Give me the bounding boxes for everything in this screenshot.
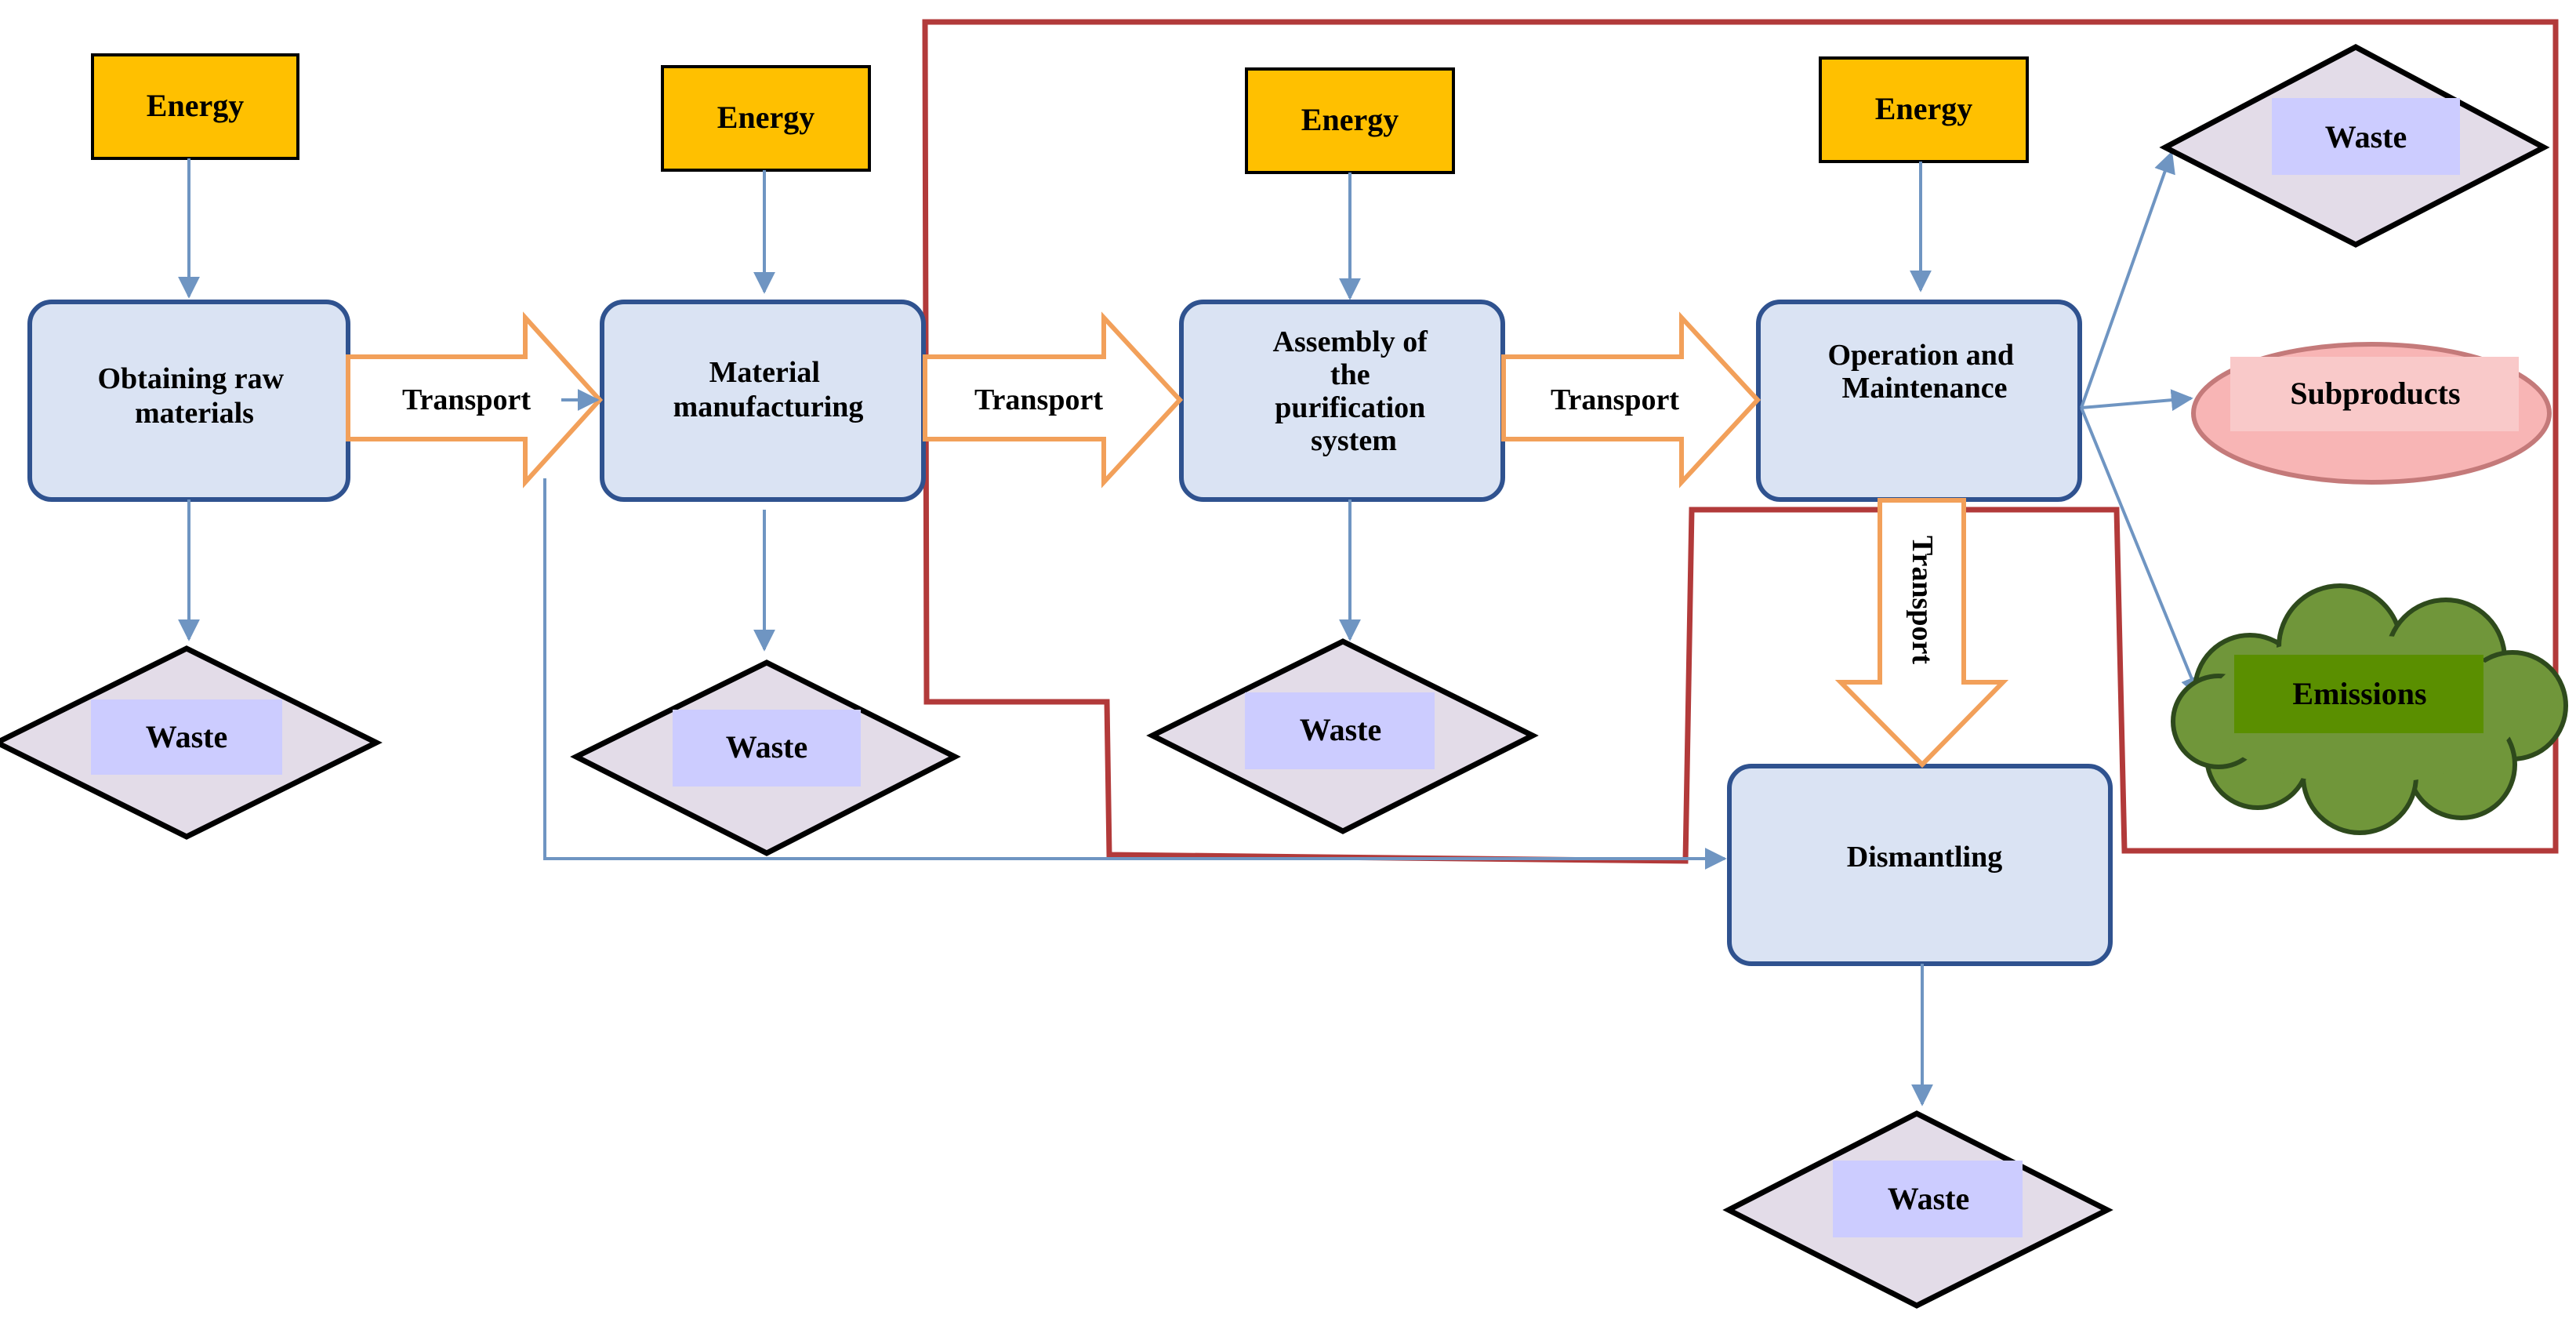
energy-connectors: [178, 158, 1932, 300]
waste-label: Waste: [1888, 1181, 1969, 1216]
transport-arrow-1: Transport: [346, 311, 604, 489]
transport-arrow-3: Transport: [1501, 311, 1761, 489]
process-label-raw-materials: Obtaining raw materials: [97, 362, 291, 430]
transport-label: Transport: [1906, 536, 1939, 664]
waste-label: Waste: [726, 729, 807, 765]
waste-manufacturing: Waste: [570, 659, 961, 856]
energy-box-raw-materials: Energy: [91, 53, 299, 160]
waste-dismantling: Waste: [1722, 1110, 2113, 1309]
energy-label: Energy: [147, 88, 244, 123]
waste-label: Waste: [1300, 712, 1381, 747]
emissions-output: Emissions: [2171, 583, 2568, 835]
transport-label: Transport: [402, 383, 531, 416]
waste-label: Waste: [2325, 119, 2407, 154]
process-box-manufacturing: Material manufacturing: [600, 300, 926, 502]
waste-operation: Waste: [2159, 44, 2550, 248]
energy-label: Energy: [1301, 102, 1399, 137]
waste-assembly: Waste: [1146, 638, 1539, 834]
process-label-dismantling: Dismantling: [1847, 841, 2002, 874]
transport-label: Transport: [974, 383, 1103, 416]
process-box-assembly: Assembly of the purification system: [1179, 300, 1505, 502]
process-box-dismantling: Dismantling: [1727, 764, 2113, 966]
emissions-label: Emissions: [2292, 676, 2426, 711]
energy-box-manufacturing: Energy: [661, 65, 871, 172]
subproducts-output: Subproducts: [2191, 342, 2552, 485]
process-label-assembly: Assembly of the purification system: [1273, 325, 1435, 457]
process-label-manufacturing: Material manufacturing: [673, 356, 864, 423]
process-label-operation: Operation and Maintenance: [1827, 339, 2021, 405]
energy-box-assembly: Energy: [1245, 67, 1455, 174]
transport-arrow-vertical: Transport: [1834, 498, 2009, 768]
waste-label: Waste: [146, 719, 227, 754]
energy-label: Energy: [1875, 91, 1972, 126]
subproducts-label: Subproducts: [2290, 376, 2460, 411]
flow-connectors: [178, 151, 2202, 1106]
process-box-raw-materials: Obtaining raw materials: [27, 300, 350, 502]
transport-label: Transport: [1551, 383, 1679, 416]
energy-label: Energy: [717, 100, 815, 135]
system-boundary: [922, 19, 2559, 864]
transport-arrow-2: Transport: [923, 311, 1184, 489]
process-box-operation: Operation and Maintenance: [1756, 300, 2082, 502]
waste-raw-materials: Waste: [0, 645, 383, 840]
energy-box-operation: Energy: [1819, 56, 2029, 163]
